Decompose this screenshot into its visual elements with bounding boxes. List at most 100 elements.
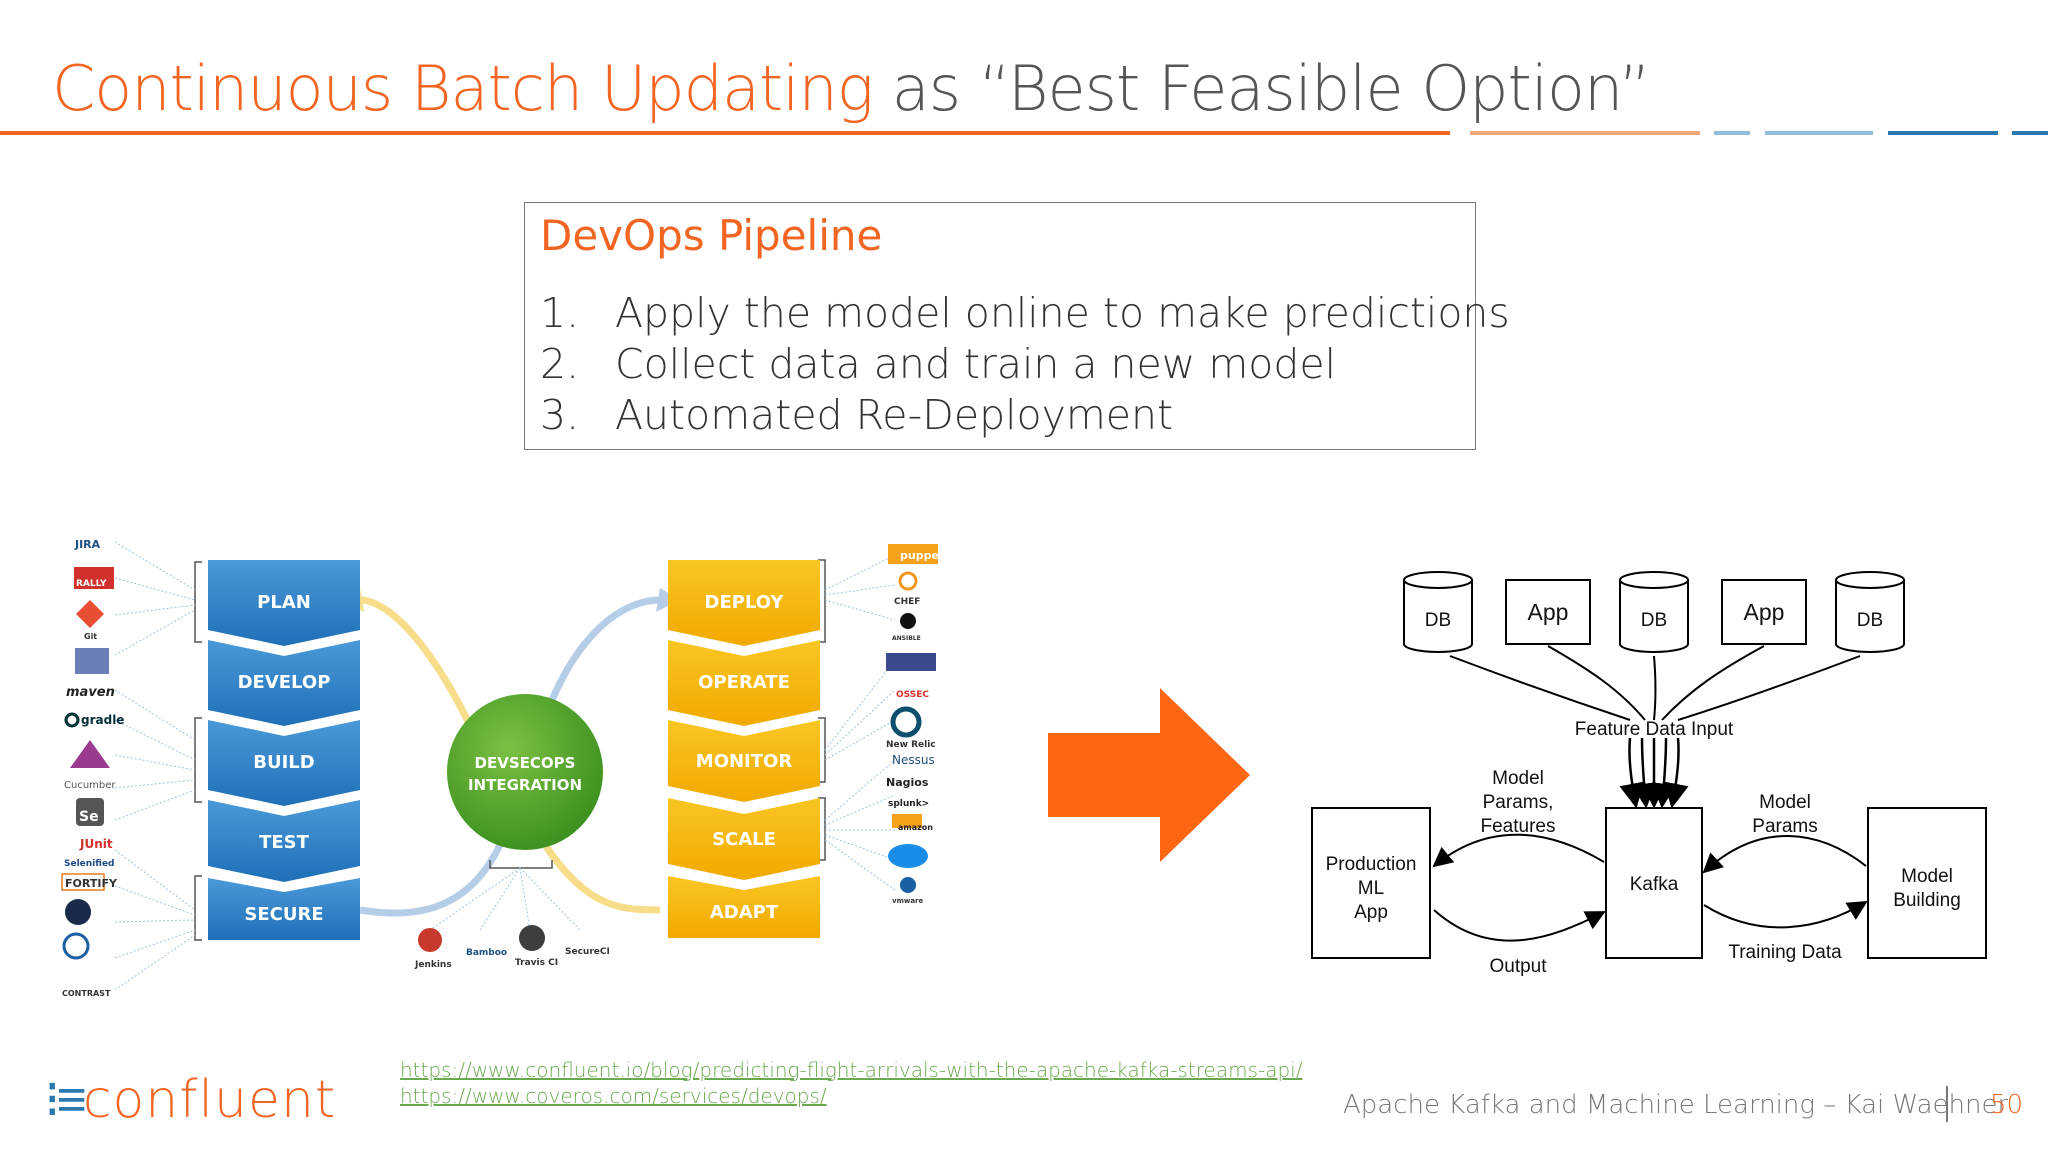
app-label: App bbox=[1528, 599, 1569, 625]
model-params-features-label: Params, bbox=[1483, 792, 1554, 813]
model-building-node bbox=[1867, 807, 1987, 959]
devops-box-title: DevOps Pipeline bbox=[540, 211, 883, 260]
selenified-icon: Selenified bbox=[64, 859, 114, 869]
rule-segment-light-blue-1 bbox=[1714, 131, 1750, 135]
svg-text:puppet: puppet bbox=[900, 549, 944, 562]
jenkins-icon bbox=[418, 928, 442, 952]
stage-adapt bbox=[668, 876, 820, 938]
stage-plan bbox=[208, 560, 360, 646]
model-params-features-label: Model bbox=[1492, 768, 1544, 789]
confluent-logo-mark-icon: ⁝≡ bbox=[44, 1070, 87, 1130]
cucumber-icon: Cucumber bbox=[64, 780, 116, 791]
fortify-icon bbox=[61, 873, 105, 891]
footer-text: Apache Kafka and Machine Learning – Kai … bbox=[1343, 1090, 2009, 1120]
maven-icon: maven bbox=[66, 685, 115, 700]
chef-icon bbox=[898, 571, 918, 591]
training-data-label: Training Data bbox=[1728, 942, 1842, 963]
confluent-blog-link[interactable]: https://www.confluent.io/blog/predicting… bbox=[400, 1058, 1303, 1082]
rule-segment-light-blue-2 bbox=[1765, 131, 1873, 135]
slide-title: Continuous Batch Updating as “Best Feasi… bbox=[52, 52, 1651, 125]
stage-develop bbox=[208, 640, 360, 726]
devops-step: 3.Automated Re-Deployment bbox=[540, 391, 1174, 439]
ci-tool-connectors bbox=[429, 867, 581, 931]
svg-text:amazon: amazon bbox=[898, 823, 933, 832]
production-label: ML bbox=[1358, 878, 1384, 899]
confluent-logo: ⁝≡confluent bbox=[44, 1070, 337, 1130]
travis-icon bbox=[519, 925, 545, 951]
right-stage-chevrons bbox=[668, 560, 820, 938]
svg-text:ANSIBLE: ANSIBLE bbox=[892, 635, 921, 642]
coveros-devops-link[interactable]: https://www.coveros.com/services/devops/ bbox=[400, 1084, 827, 1108]
rule-segment-orange bbox=[1470, 131, 1700, 135]
svg-text:FORTIFY: FORTIFY bbox=[65, 877, 118, 890]
model-building-label: Model bbox=[1901, 866, 1953, 887]
db-label: DB bbox=[1425, 610, 1451, 631]
production-label: App bbox=[1354, 902, 1388, 923]
stage-label: BUILD bbox=[253, 752, 314, 773]
db-node-2 bbox=[1619, 571, 1689, 653]
svg-text:vmware: vmware bbox=[892, 897, 923, 905]
devsecops-label: DEVSECOPS bbox=[475, 754, 576, 772]
devsecops-diagram: PLAN DEVELOP BUILD TEST SECURE DEPLOY OP… bbox=[61, 538, 944, 998]
stage-deploy bbox=[668, 560, 820, 646]
stage-label: ADAPT bbox=[710, 902, 779, 923]
production-label: Production bbox=[1326, 854, 1417, 875]
app-node-1 bbox=[1505, 579, 1591, 645]
nessus-icon: Nessus bbox=[892, 753, 935, 767]
artifact-icon bbox=[70, 740, 110, 768]
title-underline bbox=[0, 131, 1450, 135]
kafka-architecture-diagram: DB App DB App DB Feature Data Input Prod… bbox=[1311, 571, 1987, 977]
swirl-arc-bottom-left bbox=[359, 818, 514, 917]
production-node bbox=[1311, 807, 1431, 959]
svg-text:Travis CI: Travis CI bbox=[515, 958, 558, 968]
jira-icon: JIRA bbox=[74, 538, 101, 551]
right-tool-icons: puppet CHEF ANSIBLE OSSEC New Relic Ness… bbox=[886, 544, 944, 905]
devops-step: 2.Collect data and train a new model bbox=[540, 340, 1336, 388]
ci-tool-icons: Jenkins Bamboo Travis CI SecureCI bbox=[414, 925, 610, 970]
devsecops-circle bbox=[447, 694, 603, 850]
vmware-icon bbox=[900, 877, 916, 893]
gradle-icon bbox=[64, 712, 80, 728]
svg-text:Git: Git bbox=[84, 632, 97, 641]
left-tool-icons: JIRA RALLY Git maven gradle Cucumber Se … bbox=[61, 538, 124, 998]
svg-text:CHEF: CHEF bbox=[894, 597, 920, 607]
stage-scale bbox=[668, 798, 820, 880]
rule-segment-blue bbox=[1888, 131, 1998, 135]
footer-separator bbox=[1946, 1086, 1948, 1122]
splunk-icon: splunk> bbox=[888, 799, 929, 809]
svg-text:New Relic: New Relic bbox=[886, 740, 936, 750]
devops-step: 1.Apply the model online to make predict… bbox=[540, 289, 1510, 337]
stage-label: TEST bbox=[259, 832, 310, 853]
stage-monitor bbox=[668, 720, 820, 802]
stage-label: DEVELOP bbox=[238, 672, 331, 693]
devsecops-label: INTEGRATION bbox=[468, 776, 582, 794]
secureci-icon: SecureCI bbox=[565, 947, 610, 957]
ansible-icon bbox=[900, 613, 916, 629]
feature-input-label: Feature Data Input bbox=[1575, 719, 1734, 740]
stage-label: MONITOR bbox=[696, 751, 793, 772]
svg-text:OSSEC: OSSEC bbox=[896, 690, 929, 700]
contrast-icon: CONTRAST bbox=[62, 989, 111, 998]
new-relic-icon bbox=[890, 706, 922, 738]
svg-text:gradle: gradle bbox=[81, 713, 124, 727]
stage-build bbox=[208, 720, 360, 806]
azure-cloud-icon bbox=[888, 844, 928, 868]
stage-test bbox=[208, 800, 360, 882]
junit-icon: JUnit bbox=[79, 837, 113, 851]
rally-icon bbox=[74, 567, 114, 589]
model-params-label: Params bbox=[1752, 816, 1817, 837]
stage-label: DEPLOY bbox=[705, 592, 785, 613]
db-node-1 bbox=[1403, 571, 1473, 653]
model-params-label: Model bbox=[1759, 792, 1811, 813]
model-building-label: Building bbox=[1893, 890, 1961, 911]
db-node-3 bbox=[1835, 571, 1905, 653]
left-tool-connectors bbox=[114, 541, 196, 991]
swirl-arc-bottom-right bbox=[526, 818, 661, 914]
db-label: DB bbox=[1857, 610, 1883, 631]
devops-pipeline-box: DevOps Pipeline 1.Apply the model online… bbox=[524, 202, 1510, 450]
svg-text:RALLY: RALLY bbox=[76, 579, 107, 589]
left-stage-chevrons bbox=[208, 560, 360, 940]
right-tool-connectors bbox=[824, 554, 896, 891]
page-number: 50 bbox=[1990, 1090, 2024, 1120]
bamboo-icon: Bamboo bbox=[466, 948, 507, 958]
